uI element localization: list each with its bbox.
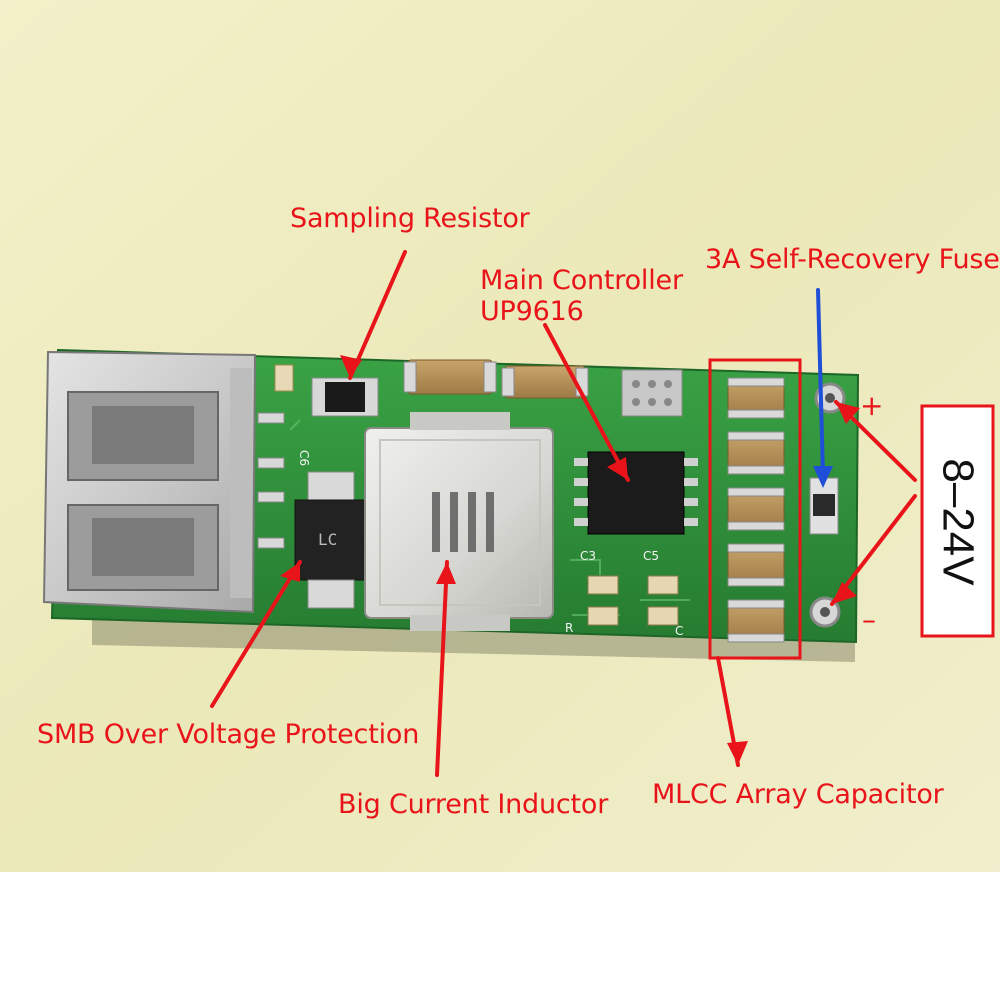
svg-text:LC: LC [318,530,337,549]
fuse-arrow [813,288,833,488]
main-controller-label: Main Controller [480,265,683,296]
svg-text:C: C [675,624,683,638]
fuse-label: 3A Self-Recovery Fuse [705,244,1000,275]
arrow-heads [280,355,860,765]
sampling-resistor [311,377,379,417]
controller-model-label: UP9616 [480,296,584,327]
fuse [809,477,839,535]
voltage-text: 8–24V [933,458,983,586]
mlcc-highlight-box [708,358,802,660]
inductor-label: Big Current Inductor [338,789,609,820]
svg-text:C6: C6 [297,450,311,466]
svg-text:C5: C5 [643,549,659,563]
smb-diode: LC [294,471,368,609]
svg-text:R: R [565,621,573,635]
svg-text:C3: C3 [580,549,596,563]
inductor-icon [364,412,554,631]
mlcc-capacitors [727,377,785,643]
chip-icon [574,451,698,535]
voltage-range-label: 8–24V [925,410,990,634]
smb-protection-label: SMB Over Voltage Protection [37,719,420,750]
voltage-box [920,404,995,638]
usb-port-icon [42,350,257,614]
mlcc-label: MLCC Array Capacitor [652,779,944,810]
sampling-resistor-label: Sampling Resistor [290,203,530,234]
minus-sign: – [862,603,876,636]
plus-sign: + [860,389,884,422]
